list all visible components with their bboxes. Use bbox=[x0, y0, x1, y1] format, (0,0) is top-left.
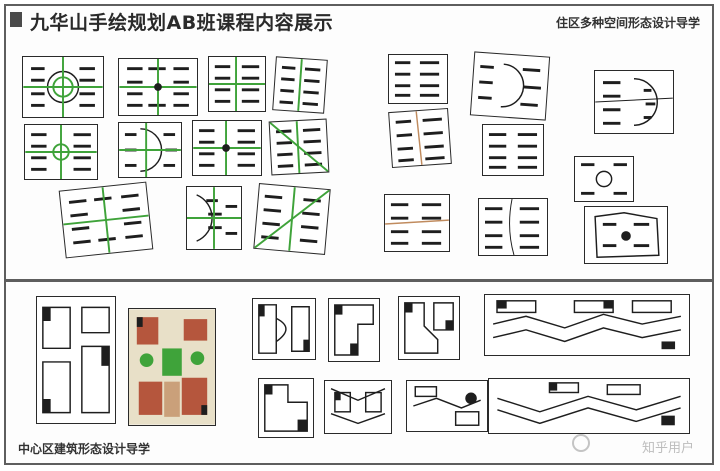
central-district-sketch bbox=[324, 380, 392, 434]
section-divider bbox=[6, 279, 712, 282]
central-district-sketch bbox=[258, 378, 314, 438]
central-district-sketch bbox=[488, 378, 690, 434]
residential-plan-sketch bbox=[58, 181, 154, 259]
residential-form-sketch bbox=[384, 194, 450, 252]
residential-plan-sketch bbox=[118, 122, 182, 178]
residential-plan-sketch bbox=[24, 124, 98, 180]
title-marker bbox=[10, 12, 22, 27]
central-district-sketch bbox=[328, 298, 380, 362]
page-title: 九华山手绘规划AB班课程内容展示 bbox=[30, 12, 334, 34]
watermark-icon bbox=[572, 434, 590, 452]
residential-plan-sketch bbox=[268, 118, 330, 176]
residential-form-sketch bbox=[388, 54, 448, 104]
residential-plan-sketch bbox=[208, 56, 266, 112]
residential-plan-sketch bbox=[253, 182, 331, 256]
residential-plan-sketch bbox=[22, 56, 104, 118]
residential-form-sketch bbox=[574, 156, 634, 202]
residential-form-sketch bbox=[469, 51, 551, 121]
central-district-sketch bbox=[36, 296, 116, 424]
watermark: 知乎用户 bbox=[641, 441, 694, 456]
residential-plan-sketch bbox=[192, 120, 262, 176]
residential-plan-sketch bbox=[186, 186, 242, 250]
central-district-color-sketch bbox=[128, 308, 216, 426]
residential-plan-sketch bbox=[272, 56, 328, 114]
header: 九华山手绘规划AB班课程内容展示 住区多种空间形态设计导学 bbox=[6, 6, 712, 34]
residential-plan-sketch bbox=[118, 58, 198, 116]
central-district-sketch bbox=[398, 296, 460, 360]
section-caption: 中心区建筑形态设计导学 bbox=[18, 442, 151, 456]
residential-form-sketch bbox=[388, 107, 452, 169]
central-district-sketch bbox=[406, 380, 488, 432]
residential-form-sketch bbox=[478, 198, 548, 256]
section-subtitle: 住区多种空间形态设计导学 bbox=[555, 16, 700, 30]
central-district-sketch bbox=[484, 294, 690, 356]
residential-form-sketch bbox=[594, 70, 674, 134]
residential-form-sketch bbox=[584, 206, 668, 264]
central-district-sketch bbox=[252, 298, 316, 360]
residential-form-sketch bbox=[482, 124, 544, 176]
